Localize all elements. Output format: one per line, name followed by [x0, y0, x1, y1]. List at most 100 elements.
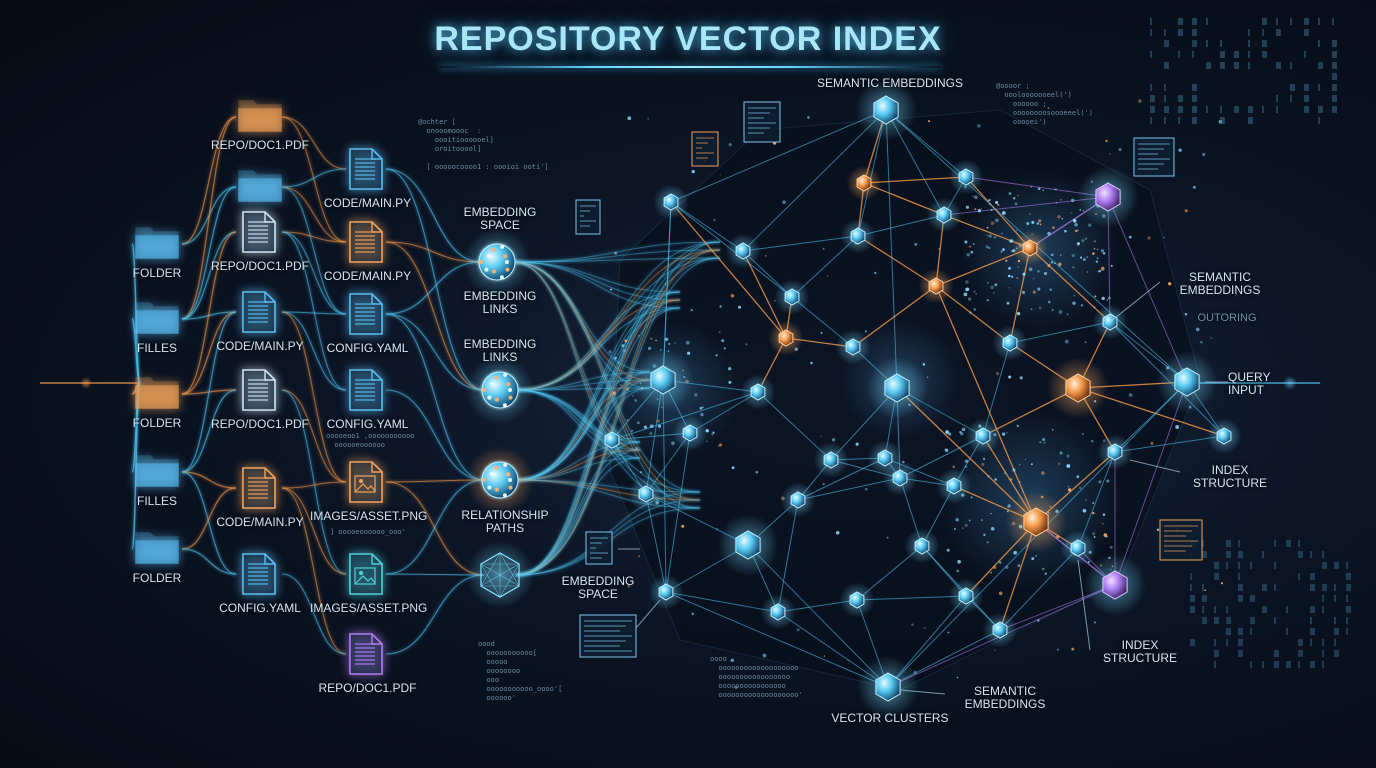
particle: [691, 612, 695, 616]
binary-glyph: [1178, 18, 1183, 25]
particle: [986, 541, 989, 544]
binary-glyph: [1238, 628, 1243, 635]
binary-glyph: [1150, 18, 1152, 25]
network-edge: [670, 201, 787, 339]
particle: [716, 528, 718, 530]
binary-glyph: [1322, 595, 1324, 602]
particle: [643, 425, 647, 429]
binary-glyph: [1298, 573, 1300, 580]
file-label: REPO/DOC1.PDF: [210, 259, 309, 273]
binary-glyph: [1304, 95, 1309, 102]
particle: [956, 569, 960, 573]
binary-glyph: [1238, 584, 1243, 591]
particle: [1055, 201, 1058, 204]
particle: [987, 475, 990, 478]
binary-glyph: [1304, 84, 1309, 91]
binary-glyph: [1310, 606, 1315, 613]
particle: [1004, 472, 1006, 474]
hub-wire: [480, 552, 501, 565]
binary-glyph: [1334, 595, 1336, 602]
particle: [627, 585, 631, 588]
particle: [1008, 266, 1012, 270]
particle: [820, 435, 822, 437]
hub-wire: [480, 585, 501, 598]
particle: [966, 253, 970, 257]
particle: [1106, 299, 1109, 301]
card-frame: [1159, 519, 1203, 561]
particle: [1019, 376, 1023, 380]
binary-glyph: [1238, 595, 1243, 602]
binary-glyph: [1276, 29, 1281, 36]
doc-card: [585, 531, 613, 565]
particle: [1076, 242, 1080, 246]
particle: [1202, 153, 1206, 157]
particle: [970, 250, 974, 254]
particle: [1220, 582, 1223, 585]
particle: [823, 655, 826, 657]
binary-glyph: [1298, 540, 1300, 547]
folder-to-file-link: [181, 116, 237, 245]
binary-glyph: [1214, 562, 1219, 569]
particle: [686, 351, 691, 355]
particle: [1059, 254, 1062, 256]
binary-glyph: [1192, 40, 1197, 47]
particle: [649, 432, 653, 435]
vector-node: [1102, 570, 1128, 600]
particle: [975, 293, 977, 295]
binary-glyph: [1274, 661, 1279, 668]
hub-to-network-link: [512, 261, 681, 309]
particle: [730, 658, 734, 662]
binary-glyph: [1214, 617, 1219, 624]
particle: [977, 209, 982, 213]
vector-node: [1022, 239, 1038, 257]
particle: [719, 305, 722, 308]
doc-card: [1159, 519, 1203, 561]
binary-glyph: [1164, 117, 1166, 124]
binary-glyph: [1346, 595, 1348, 602]
particle: [1022, 272, 1026, 276]
particle: [1009, 478, 1013, 481]
vector-node: [877, 449, 893, 467]
file-label: CONFIG.YAML: [219, 601, 301, 615]
file-to-file-link: [281, 231, 347, 315]
particle: [1030, 186, 1032, 188]
vector-node: [650, 365, 676, 395]
file-to-file-link: [281, 116, 347, 243]
particle: [1064, 339, 1069, 344]
particle: [990, 221, 995, 226]
binary-glyph: [1214, 606, 1216, 613]
vector-node: [790, 491, 806, 509]
particle: [1011, 275, 1014, 278]
particle: [622, 349, 626, 353]
hub-particle: [487, 485, 492, 490]
particle: [989, 203, 991, 206]
binary-glyph: [1164, 106, 1169, 113]
particle: [1085, 499, 1087, 501]
particle: [1195, 327, 1200, 332]
binary-glyph: [1178, 117, 1180, 124]
card-frame: [743, 101, 781, 143]
binary-glyph: [1150, 51, 1152, 58]
hub-sphere: [478, 243, 516, 281]
particle: [713, 218, 716, 222]
file-to-file-link: [281, 186, 347, 315]
file-label: CODE/MAIN.PY: [216, 515, 304, 529]
particle: [691, 169, 695, 174]
particle: [968, 245, 972, 248]
binary-glyph: [1346, 573, 1351, 580]
hub-wire: [499, 585, 520, 598]
hub-particle: [489, 472, 494, 477]
network-edge: [935, 285, 1037, 523]
binary-glyph: [1250, 628, 1252, 635]
particle: [1084, 341, 1087, 344]
particle: [1200, 340, 1203, 344]
hub-particle: [505, 267, 510, 272]
binary-glyph: [1310, 584, 1315, 591]
label-semantic-embeddings-right: SEMANTIC EMBEDDINGS: [1179, 270, 1261, 297]
particle: [970, 496, 973, 499]
binary-glyph: [1334, 584, 1336, 591]
particle: [1031, 220, 1035, 224]
binary-glyph: [1234, 62, 1239, 69]
particle: [947, 631, 950, 634]
binary-glyph: [1346, 628, 1348, 635]
